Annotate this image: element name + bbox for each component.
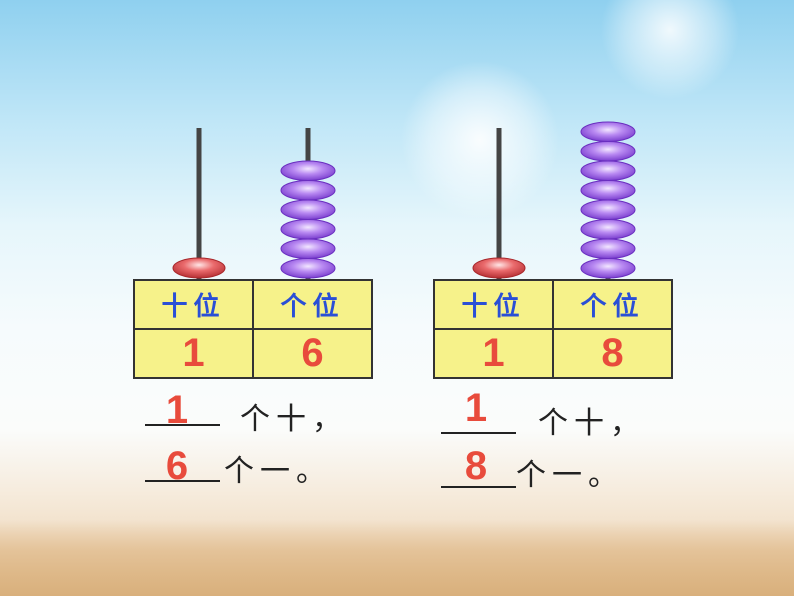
ones-bead (280, 238, 336, 259)
answer-blank (441, 432, 516, 434)
ones-text-1: 个一。 (224, 454, 332, 489)
ones-text-2: 个一。 (516, 458, 624, 493)
tens-digit: 1 (433, 328, 554, 379)
tens-text-2: 个十， (538, 406, 646, 441)
ones-answer-1: 6 (165, 444, 189, 488)
ones-bead (580, 121, 636, 142)
answer-blank (145, 424, 220, 426)
ones-answer-2: 8 (464, 444, 488, 488)
tens-bead (172, 257, 226, 279)
place-value-table-1: 十位 个位 1 6 (133, 279, 373, 379)
tens-bead (472, 257, 526, 279)
tens-rod (196, 128, 202, 279)
ones-bead (580, 160, 636, 181)
ones-bead (280, 180, 336, 201)
ones-digit: 8 (552, 328, 673, 379)
ones-bead (580, 219, 636, 240)
ones-bead (580, 180, 636, 201)
ones-bead (580, 141, 636, 162)
tens-header: 十位 (133, 279, 254, 330)
tens-header: 十位 (433, 279, 554, 330)
ones-header: 个位 (552, 279, 673, 330)
answer-blank (145, 480, 220, 482)
ones-bead (580, 238, 636, 259)
ones-bead (280, 258, 336, 279)
ones-bead (280, 160, 336, 181)
tens-answer-1: 1 (165, 388, 189, 432)
ones-header: 个位 (252, 279, 373, 330)
ones-bead (580, 199, 636, 220)
place-value-table-2: 十位 个位 1 8 (433, 279, 673, 379)
tens-answer-2: 1 (464, 386, 488, 430)
ones-bead (280, 199, 336, 220)
ones-bead (280, 219, 336, 240)
answer-blank (441, 486, 516, 488)
sand-dune (0, 520, 794, 596)
tens-digit: 1 (133, 328, 254, 379)
ones-digit: 6 (252, 328, 373, 379)
tens-rod (496, 128, 502, 279)
tens-text-1: 个十， (240, 402, 348, 437)
ones-bead (580, 258, 636, 279)
